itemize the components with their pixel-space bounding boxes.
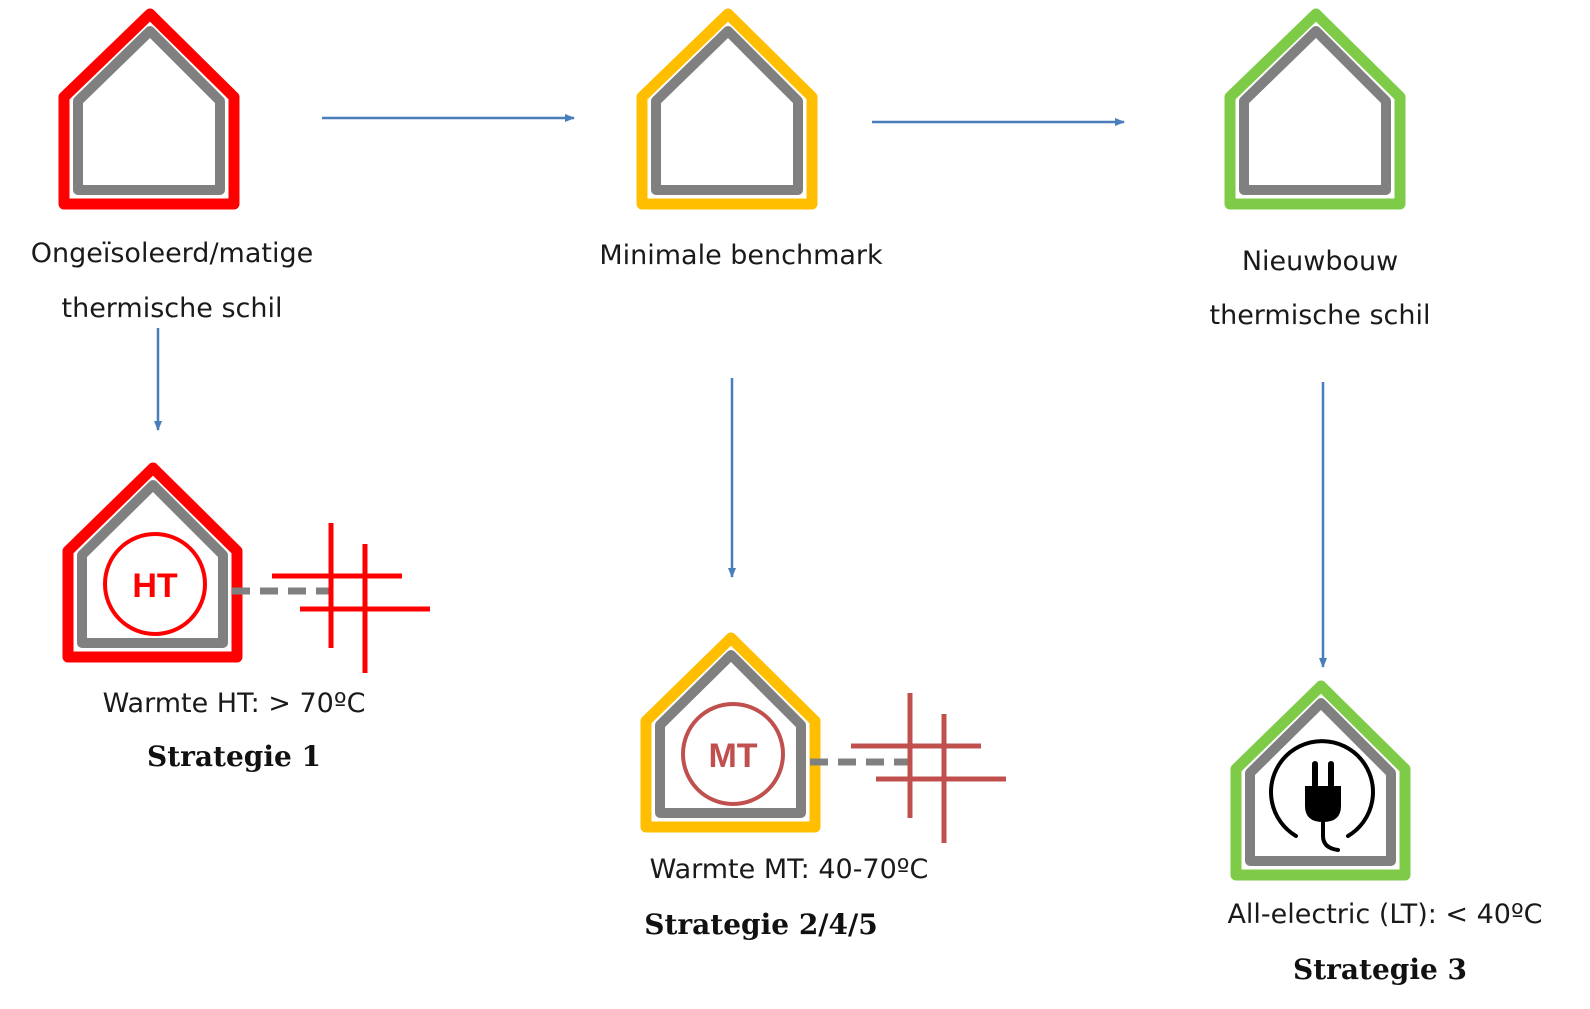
strategy-caption-mt: Warmte MT: 40-70ºC (649, 854, 929, 885)
strategy-name-3: Strategie 3 (1292, 953, 1468, 986)
house-new-build-icon (1224, 8, 1406, 210)
electric-plug-icon (1269, 739, 1375, 852)
strategy-caption-lt: All-electric (LT): < 40ºC (1227, 899, 1543, 930)
heat-network-icon (851, 693, 1006, 843)
house-mt-icon: MT (640, 632, 821, 833)
heat-network-icon (272, 523, 430, 673)
house-label-uninsulated-line2: thermische schil (61, 293, 283, 324)
ht-badge: HT (132, 567, 178, 605)
house-ht-icon: HT (62, 462, 243, 663)
strategy-caption-ht: Warmte HT: > 70ºC (102, 688, 366, 719)
house-label-new-build-line1: Nieuwbouw (1241, 246, 1399, 277)
house-label-benchmark: Minimale benchmark (599, 240, 883, 271)
strategy-name-1: Strategie 1 (146, 740, 322, 773)
strategy-name-245: Strategie 2/4/5 (644, 908, 878, 941)
house-all-electric-icon (1230, 680, 1411, 881)
mt-badge: MT (708, 737, 757, 775)
house-label-new-build-line2: thermische schil (1209, 300, 1431, 331)
house-uninsulated-icon (58, 8, 240, 210)
house-label-uninsulated-line1: Ongeïsoleerd/matige (30, 238, 314, 269)
house-benchmark-icon (636, 8, 818, 210)
